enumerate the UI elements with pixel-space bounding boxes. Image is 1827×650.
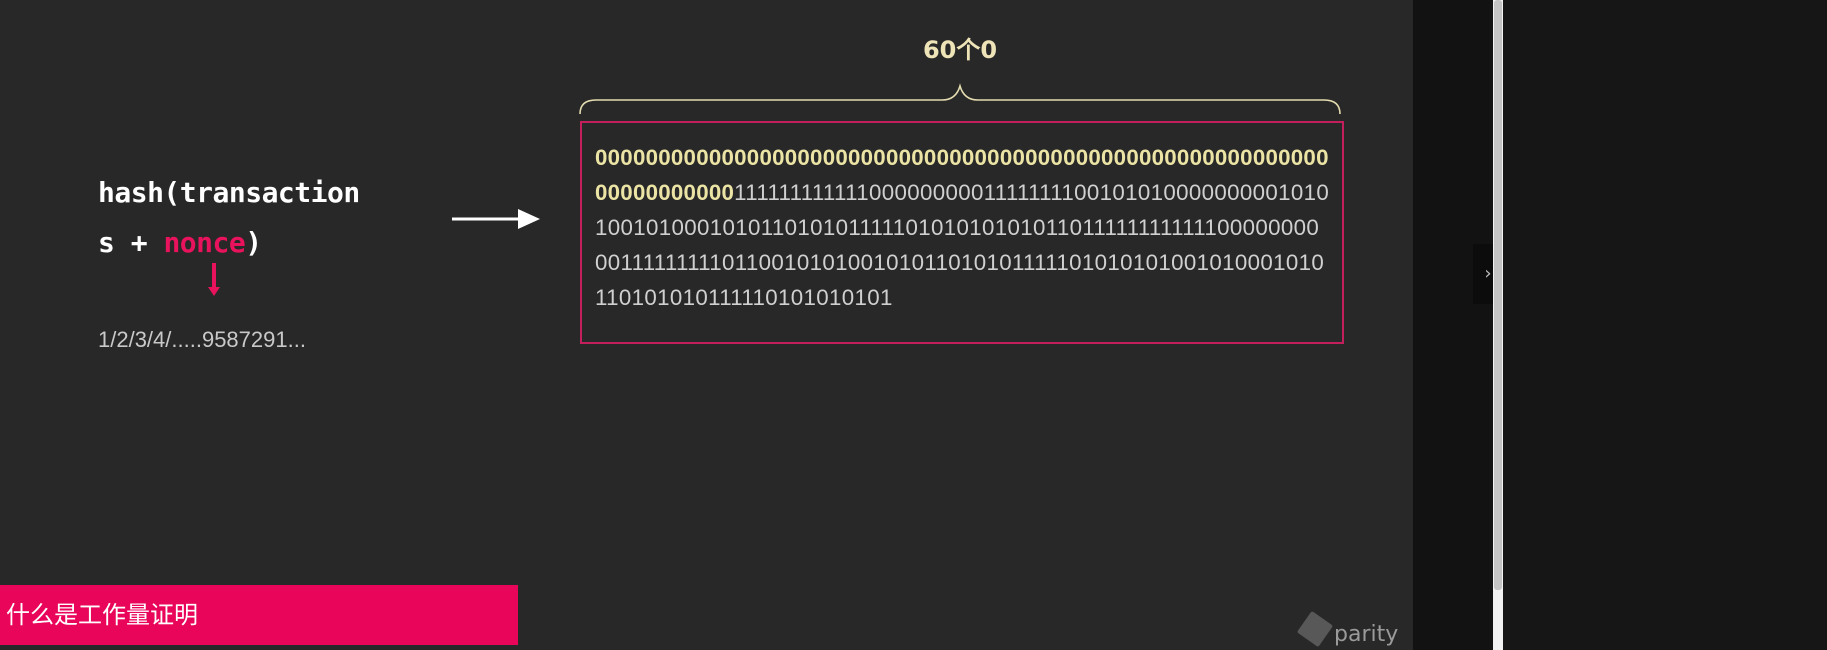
formula-line-2-prefix: s +	[98, 226, 164, 259]
formula-line-2-suffix: )	[245, 226, 262, 259]
right-arrow-icon	[452, 209, 540, 229]
hash-output-box: 0000000000000000000000000000000000000000…	[580, 121, 1344, 344]
scrollbar-thumb[interactable]	[1494, 0, 1502, 590]
down-arrow-icon	[208, 263, 220, 296]
hash-leading-zeros: 0000000000000000000000000000000000000000…	[595, 145, 1329, 205]
slide-caption: 什么是工作量证明	[0, 585, 518, 645]
viewer-gutter	[1413, 0, 1493, 650]
curly-brace-icon	[579, 83, 1341, 115]
side-panel	[1503, 0, 1827, 650]
hash-remaining-bits: 1111111111110000000001111111100101010000…	[595, 180, 1330, 310]
nonce-highlight: nonce	[163, 226, 246, 259]
parity-logo-mark	[1296, 610, 1334, 648]
formula-line-1: hash(transaction	[98, 176, 360, 209]
parity-logo: parity	[1296, 610, 1413, 650]
parity-logo-text: parity	[1334, 622, 1399, 647]
presentation-slide: hash(transaction s + nonce) 1/2/3/4/....…	[0, 0, 1413, 650]
nonce-sequence: 1/2/3/4/.....9587291...	[98, 327, 306, 352]
leading-zeros-label: 60个0	[922, 36, 998, 64]
hash-formula: hash(transaction s + nonce)	[98, 168, 398, 268]
formula-line-2: s + nonce)	[98, 218, 398, 268]
